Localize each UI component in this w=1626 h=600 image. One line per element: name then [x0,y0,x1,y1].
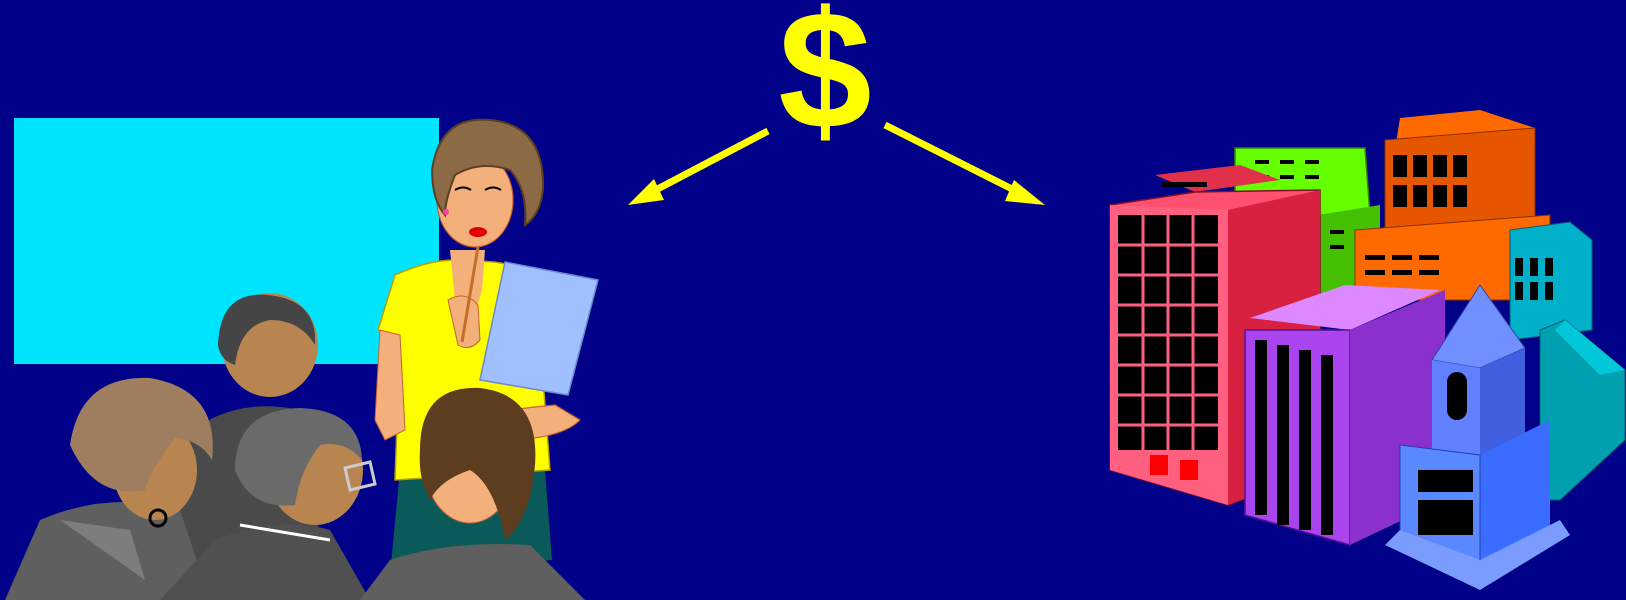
city-buildings [1110,110,1625,590]
arrow-right-icon [885,125,1045,205]
arrow-left-icon [628,131,768,205]
dollar-sign: $ [760,0,890,154]
